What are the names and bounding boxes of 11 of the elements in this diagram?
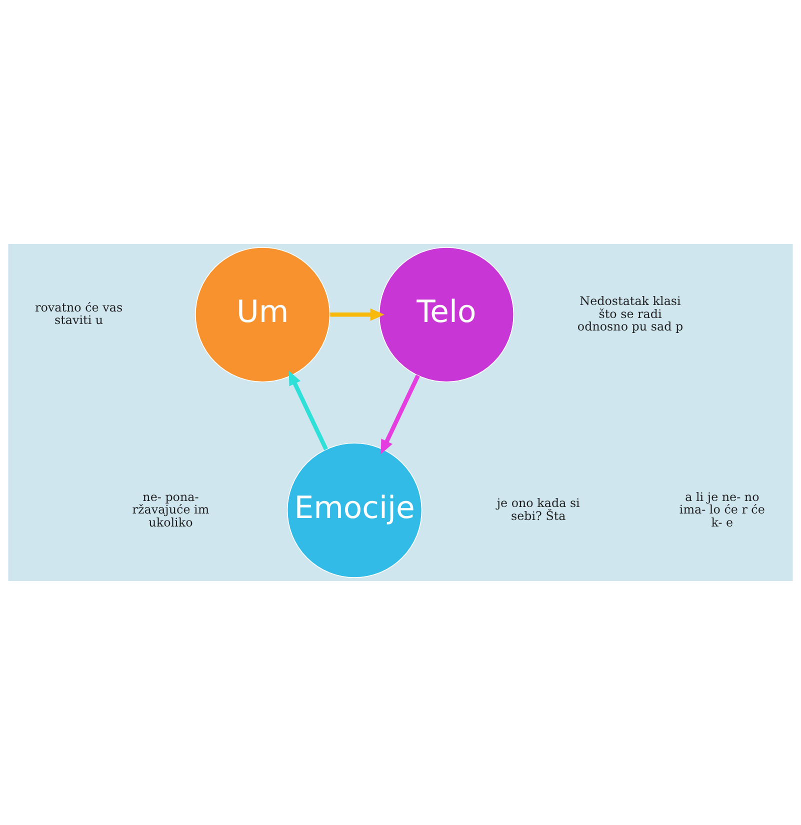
label: rovatno će vas staviti u (35, 300, 123, 328)
node-circle: Um (194, 246, 330, 382)
label: ne- pona- ržavajuće im ukoliko (132, 490, 210, 530)
arrow (380, 374, 420, 454)
label: je ono kada si sebi? Šta (496, 496, 580, 523)
arrow (330, 308, 385, 321)
label: a li je ne- no ima- lo će r će k- e (679, 490, 765, 530)
label: Nedostatak klasi što se radi odnosno pu sad p (577, 294, 684, 334)
arrow (288, 370, 328, 450)
node-circle: Emocije (286, 442, 422, 578)
node-circle: Telo (378, 246, 514, 382)
